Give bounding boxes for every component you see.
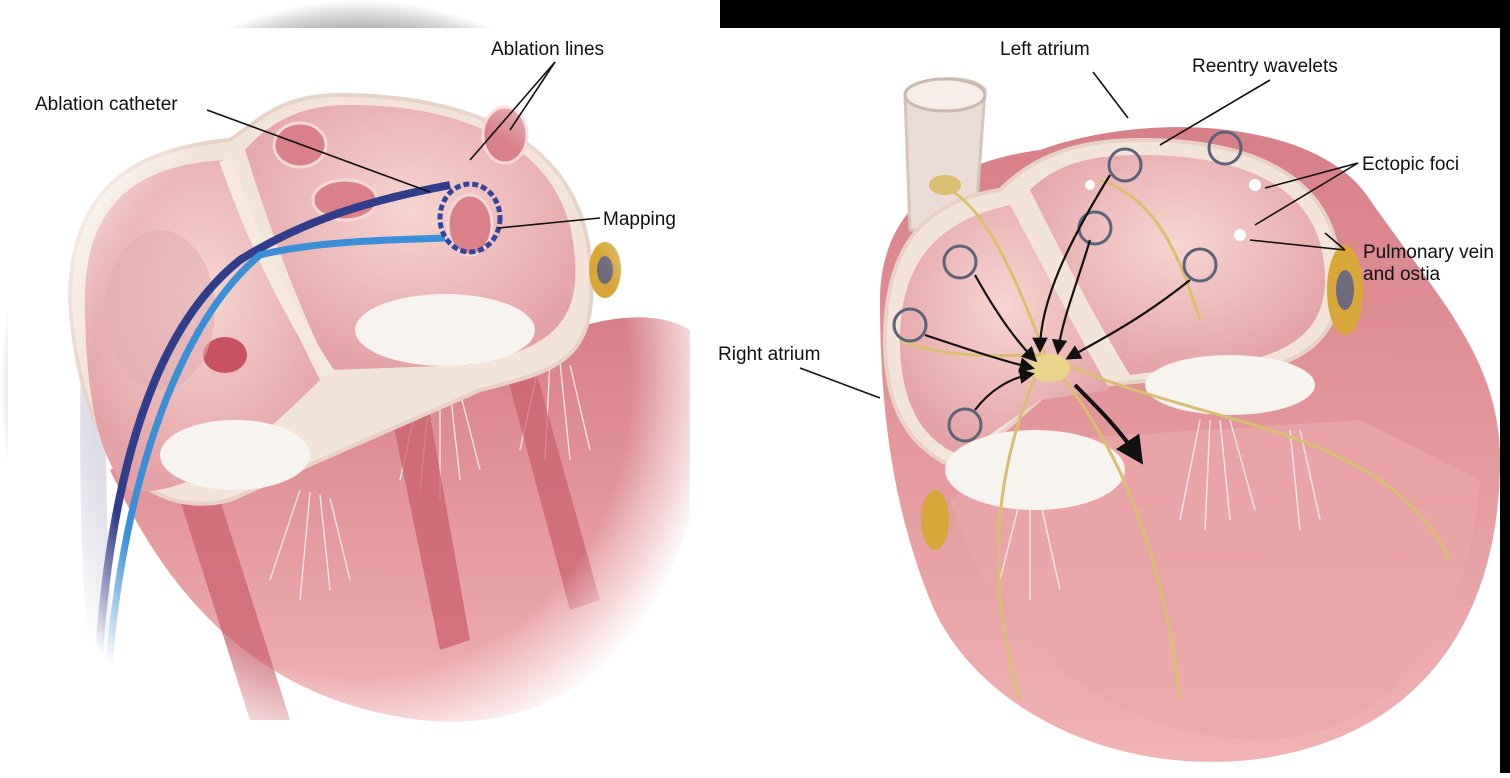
sa-node <box>929 175 961 195</box>
av-node <box>1030 354 1070 382</box>
label-ectopic-foci: Ectopic foci <box>1362 154 1459 175</box>
label-ablation-lines: Ablation lines <box>491 39 604 60</box>
right-tricuspid-valve <box>945 430 1125 510</box>
label-pulmonary-vein-line2: and ostia <box>1363 264 1441 285</box>
label-mapping: Mapping <box>603 209 676 230</box>
label-pulmonary-vein-line1: Pulmonary vein <box>1363 242 1494 263</box>
label-left-atrium: Left atrium <box>1000 39 1090 60</box>
right-heart-illustration <box>880 79 1500 762</box>
label-ablation-catheter: Ablation catheter <box>35 94 178 115</box>
right-mitral-valve <box>1145 355 1315 415</box>
label-reentry-wavelets: Reentry wavelets <box>1192 56 1338 77</box>
left-heart-illustration <box>0 0 720 773</box>
frame-right <box>1500 0 1510 773</box>
label-right-atrium: Right atrium <box>718 344 820 365</box>
